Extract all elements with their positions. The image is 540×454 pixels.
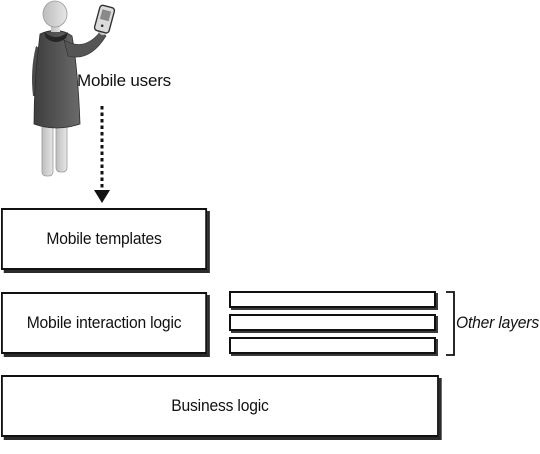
other-layers-label: Other layers [456,313,539,332]
mobile-templates-label: Mobile templates [46,229,162,248]
business-logic-box: Business logic [1,375,439,437]
other-layer-bar [229,291,436,308]
other-layer-bar [229,337,436,354]
mobile-interaction-logic-label: Mobile interaction logic [26,313,182,332]
business-logic-label: Business logic [171,396,269,415]
other-layer-bar [229,314,436,331]
phone-icon [93,4,116,34]
mobile-user-figure [32,0,116,177]
mobile-interaction-logic-box: Mobile interaction logic [1,292,208,354]
mobile-templates-box: Mobile templates [1,208,208,270]
mobile-users-label: Mobile users [77,71,171,90]
user-to-templates-arrow [94,106,110,203]
other-layers-bracket [446,291,455,356]
